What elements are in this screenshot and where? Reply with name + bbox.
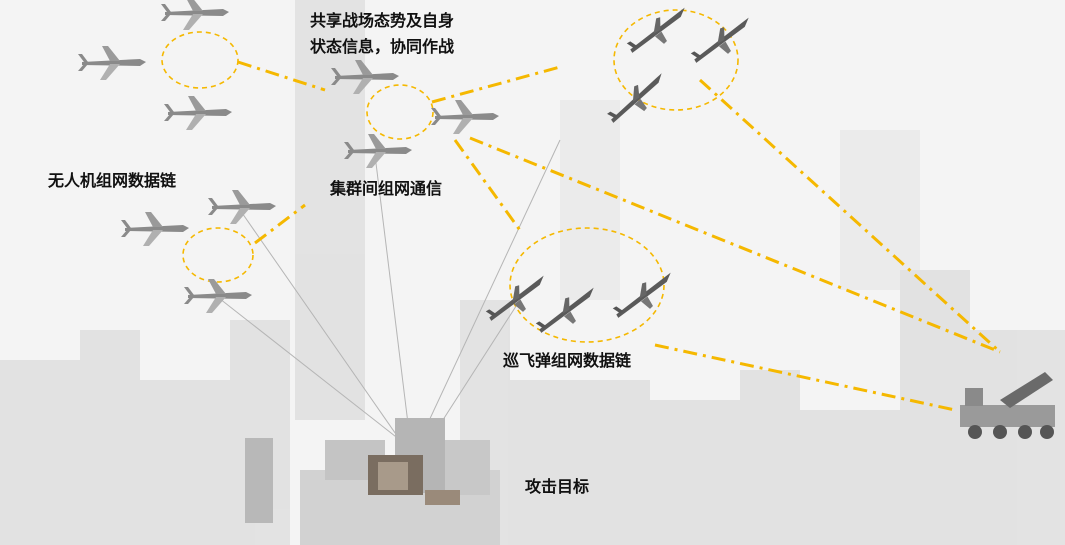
missile-icon <box>687 13 760 70</box>
uav-icon <box>184 279 252 313</box>
link-lines <box>237 60 1002 412</box>
uav-icon <box>208 190 276 224</box>
missile-icon <box>603 69 674 130</box>
missile-icon <box>482 271 555 328</box>
uav-icon <box>121 212 189 246</box>
uav-datalink-label: 无人机组网数据链 <box>48 171 177 190</box>
target-signal-lines <box>214 139 561 441</box>
shared-awareness-label-line1: 共享战场态势及自身 <box>310 11 455 30</box>
attack-target-label: 攻击目标 <box>525 477 590 496</box>
loitering-munitions <box>482 3 760 340</box>
uav-icon <box>78 46 146 80</box>
uav-icon <box>164 96 232 130</box>
uav-icon <box>161 0 229 30</box>
target-buildings-icon <box>245 418 500 545</box>
group-circles <box>161 9 739 343</box>
shared-awareness-label-line2: 状态信息，协同作战 <box>310 37 455 56</box>
uav-icon <box>431 100 499 134</box>
missile-icon <box>609 268 682 325</box>
cluster-comm-label: 集群间组网通信 <box>330 179 443 198</box>
munition-datalink-label: 巡飞弹组网数据链 <box>503 351 632 370</box>
launcher-vehicle-icon <box>960 372 1055 439</box>
